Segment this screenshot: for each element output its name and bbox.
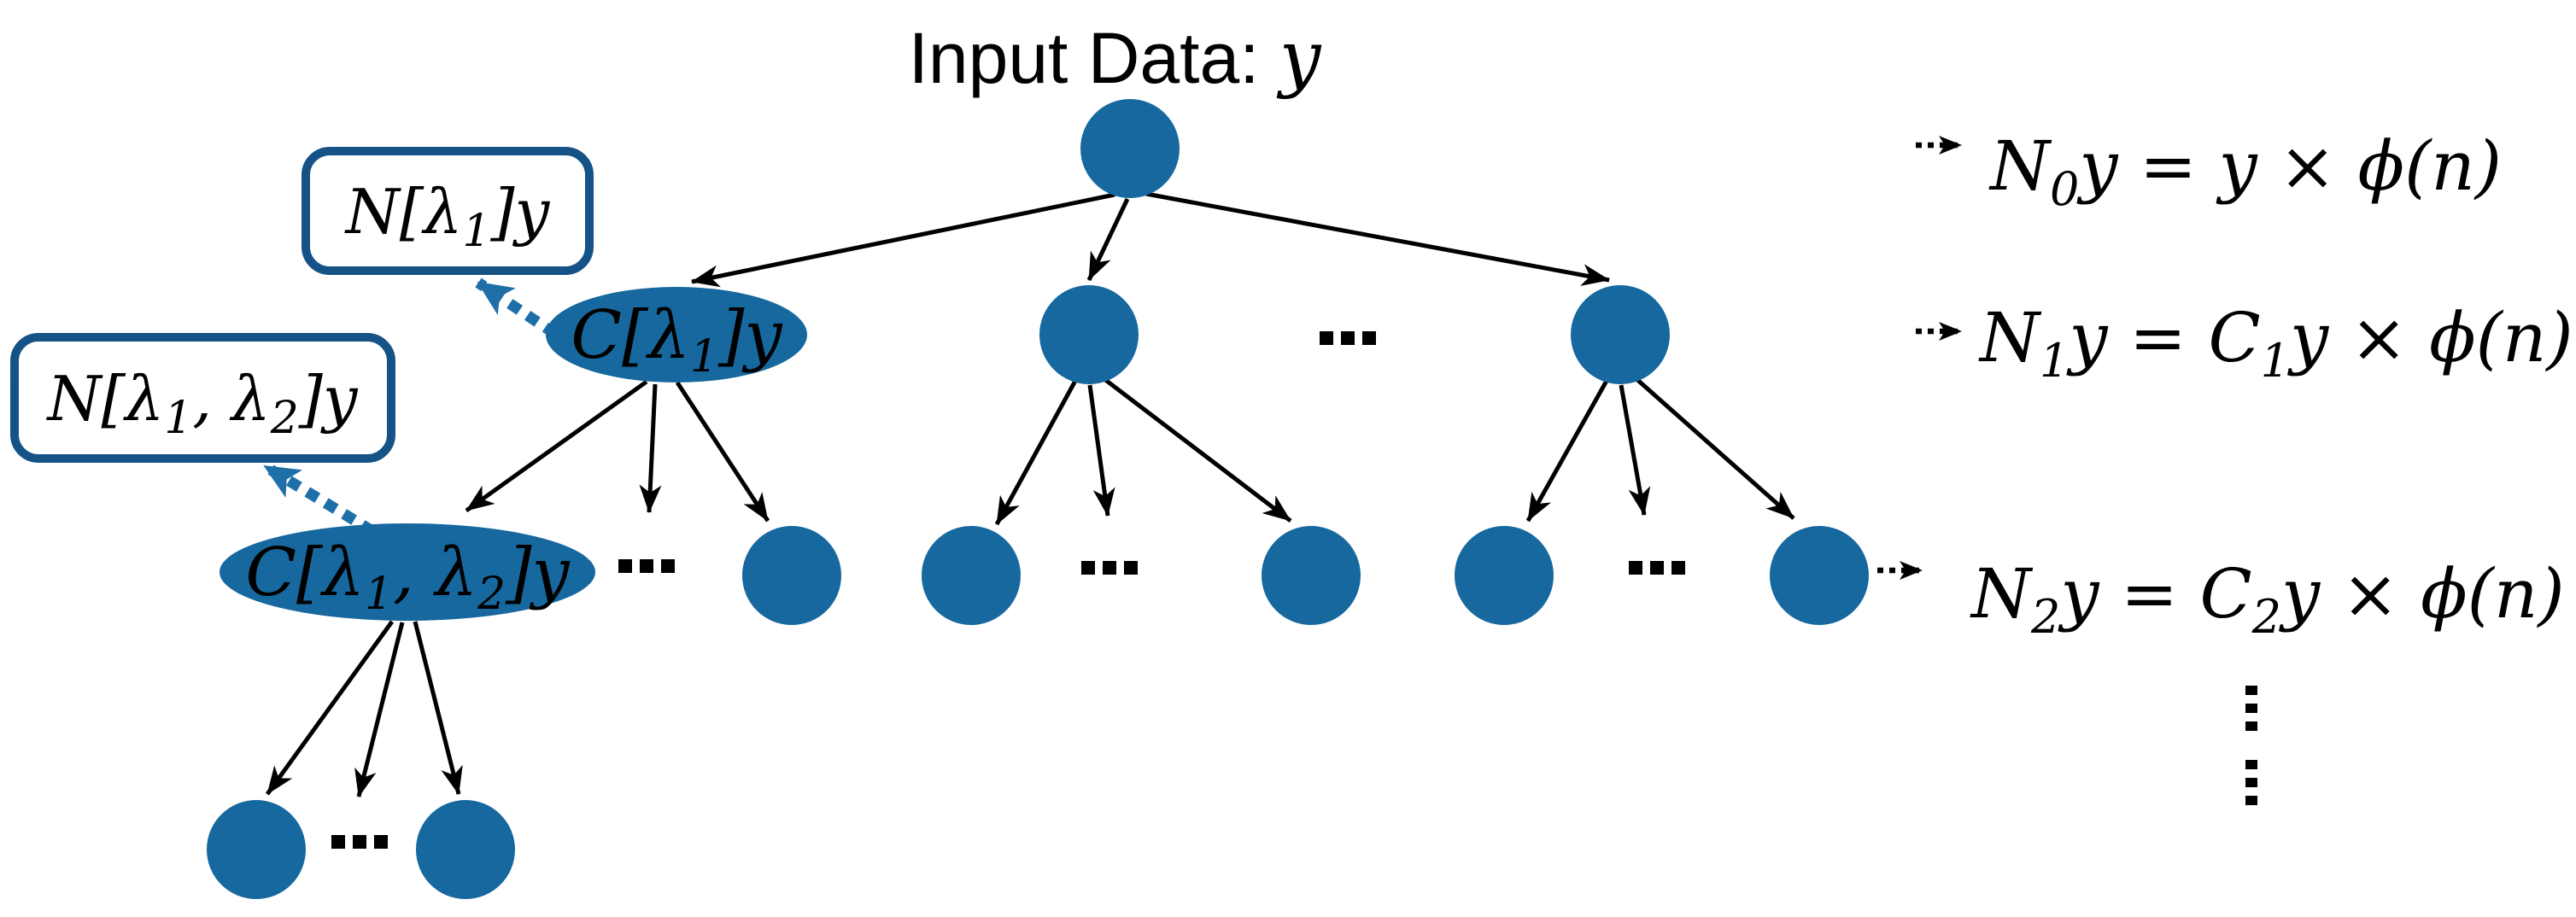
tree-nodes — [207, 99, 1869, 899]
box-n-lambda1-lambda2 — [10, 333, 395, 463]
ellipsis-marker-level1 — [1320, 331, 1376, 345]
node-c-lambda1-label: C[λ1]y — [571, 297, 782, 383]
node-level3-b — [416, 800, 515, 899]
tree-edges — [265, 191, 1795, 797]
edge-coef2-to-right-child — [413, 621, 463, 795]
edge-right-to-right-child — [1634, 377, 1795, 520]
node-c-lambda1-lambda2-label: C[λ1, λ2]y — [245, 534, 570, 620]
node-level2-b — [922, 526, 1021, 625]
edge-coef2-to-left-child — [265, 620, 395, 796]
ellipsis-marker-level2-b — [1081, 561, 1138, 575]
vertical-ellipsis-marker — [2245, 686, 2257, 805]
edge-coef1-to-child — [675, 381, 770, 523]
ellipsis-markers — [331, 331, 2257, 849]
edge-right-to-left-child — [1525, 379, 1609, 523]
edge-mid-to-right-child — [1103, 377, 1292, 523]
node-level2-d — [1455, 526, 1554, 625]
edge-mid-to-dots — [1087, 384, 1115, 517]
node-root — [1080, 99, 1180, 198]
node-level1-right — [1571, 285, 1670, 384]
edge-root-to-mid — [1086, 197, 1130, 282]
equation-n0: N0y = y × ϕ(n) — [1988, 126, 2502, 216]
page-title-prefix: Input Data: — [909, 18, 1279, 98]
ellipsis-marker-level2-a — [618, 559, 675, 573]
node-level3-a — [207, 800, 306, 899]
page-title: Input Data: y — [909, 15, 1322, 101]
edge-coef2-to-dots — [354, 622, 405, 797]
norm-pointer-arrow-2 — [261, 461, 376, 536]
node-c-lambda1-lambda2 — [220, 523, 595, 621]
node-level1-mid — [1039, 285, 1139, 384]
edge-coef1-to-coef2 — [465, 379, 648, 513]
ellipsis-marker-level3 — [331, 835, 388, 849]
equation-n2: N2y = C2y × ϕ(n) — [1970, 554, 2565, 644]
ellipsis-marker-level2-c — [1629, 561, 1685, 575]
norm-pointer-arrows — [261, 277, 559, 536]
node-level2-c — [1262, 526, 1361, 625]
edge-mid-to-left-child — [994, 379, 1078, 526]
page-title-variable: y — [1276, 15, 1322, 101]
box-n-lambda1-label: N[λ1]y — [344, 176, 551, 257]
edge-root-to-coef1 — [691, 192, 1115, 288]
equation-arrows — [1877, 136, 1962, 580]
equation-n1: N1y = C1y × ϕ(n) — [1978, 298, 2573, 388]
node-c-lambda1 — [546, 287, 807, 383]
edge-coef1-to-dots — [639, 383, 662, 513]
box-n-lambda1 — [302, 147, 594, 275]
node-level2-a — [742, 526, 841, 625]
edge-root-to-right — [1145, 191, 1610, 286]
edge-right-to-dots — [1619, 384, 1651, 516]
norm-pointer-arrow-1 — [475, 277, 559, 339]
node-level2-e — [1770, 526, 1869, 625]
box-n-lambda1-lambda2-label: N[λ1, λ2]y — [45, 363, 358, 444]
norm-boxes — [10, 147, 594, 463]
